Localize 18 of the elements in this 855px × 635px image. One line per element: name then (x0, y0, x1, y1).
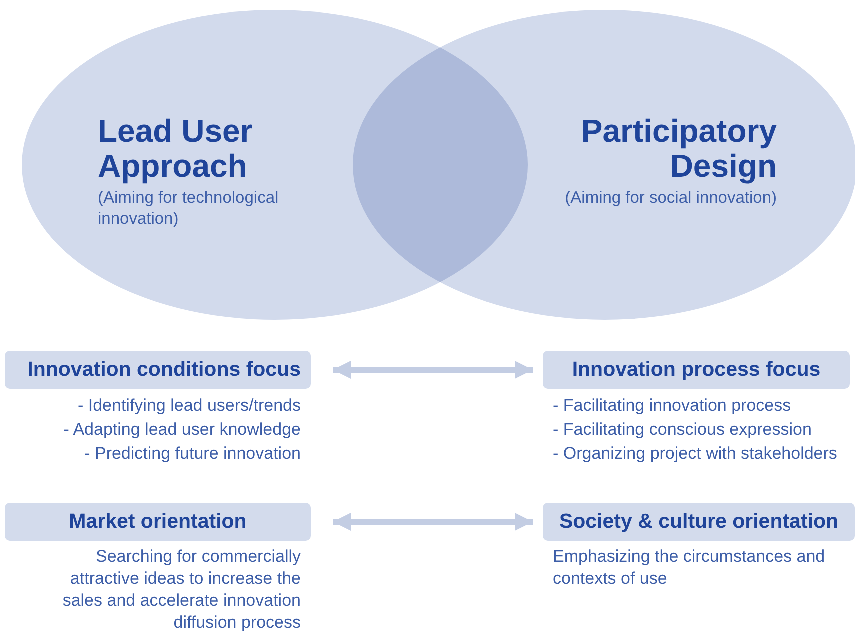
description-text: Emphasizing the circumstances and contexts of use (553, 546, 826, 590)
bullet-item: - Facilitating innovation process (553, 395, 792, 417)
bullet-item: - Facilitating conscious expression (553, 419, 813, 441)
double-arrow (333, 361, 533, 379)
bullet-item: - Adapting lead user knowledge (62, 419, 301, 441)
heading-box: Innovation conditions focus (5, 351, 311, 389)
heading-box: Society & culture orientation (543, 503, 855, 541)
heading-box: Innovation process focus (543, 351, 850, 389)
bullet-item: - Predicting future innovation (84, 443, 301, 465)
ellipse-title: Lead User Approach (98, 114, 254, 184)
ellipse-subtitle: (Aiming for social innovation) (564, 188, 777, 209)
description-text: Searching for commercially attractive ideas to increase the sales and accelerate innovation diffusion process (62, 546, 301, 634)
ellipse-subtitle: (Aiming for technological innovation) (98, 188, 280, 230)
double-arrow (333, 513, 533, 531)
bullet-item: - Identifying lead users/trends (76, 395, 301, 417)
bullet-item: - Organizing project with stakeholders (553, 443, 838, 465)
heading-box: Market orientation (5, 503, 311, 541)
ellipse-title: Participatory Design (580, 114, 777, 184)
